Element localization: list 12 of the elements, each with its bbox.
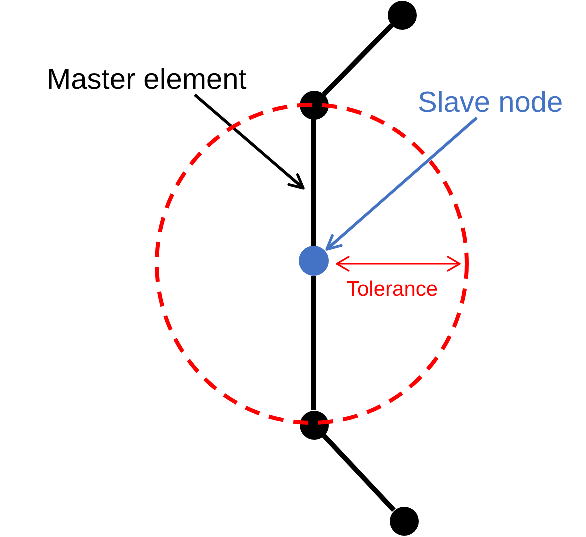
element-line (322, 24, 394, 96)
element-line (312, 276, 316, 410)
callout-label: Master element (47, 66, 247, 95)
element-line (312, 120, 316, 246)
node-dot (388, 0, 416, 30)
callout-label: Slave node (418, 89, 564, 118)
node-dot (390, 506, 418, 536)
leader-arrow (194, 94, 305, 190)
element-line (322, 434, 396, 512)
slave-node-dot (299, 246, 329, 276)
leader-arrow (326, 116, 478, 251)
dimension-label: Tolerance (347, 279, 438, 300)
